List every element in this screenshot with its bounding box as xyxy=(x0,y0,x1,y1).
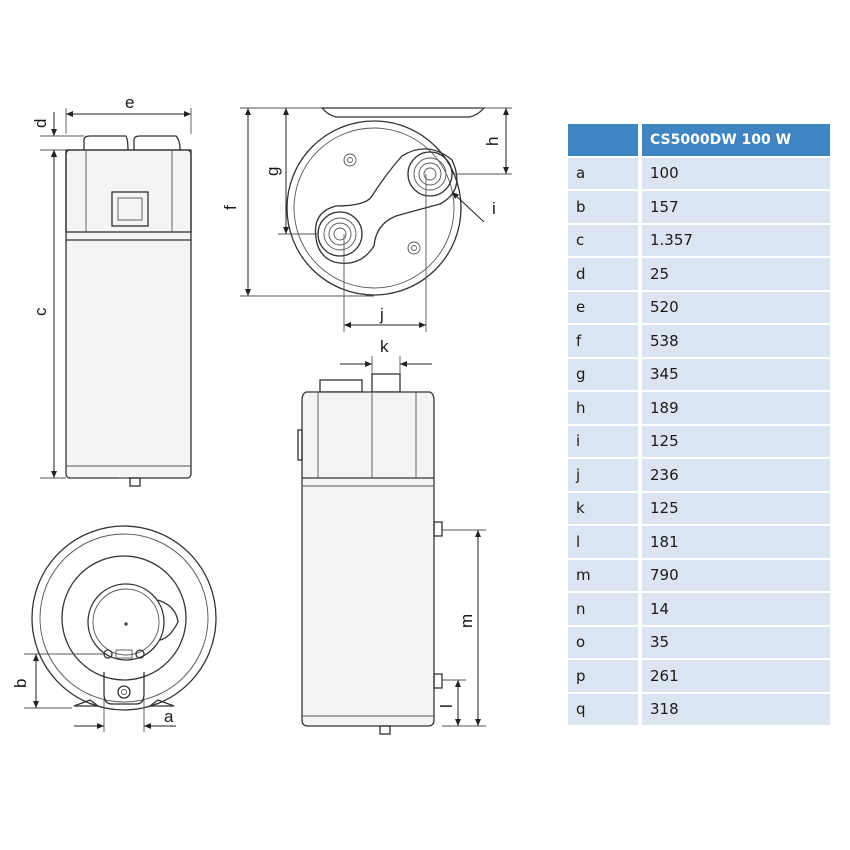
top-view xyxy=(286,107,486,296)
row-key: l xyxy=(568,526,642,558)
dimension-g: g xyxy=(263,108,318,235)
dimension-l: l xyxy=(437,679,466,726)
label-l: l xyxy=(437,704,456,708)
front-view xyxy=(65,135,192,487)
row-value: 100 xyxy=(642,157,830,189)
row-value: 25 xyxy=(642,258,830,290)
label-f: f xyxy=(221,205,240,210)
dimension-j: j xyxy=(343,174,427,332)
label-m: m xyxy=(457,614,476,628)
bottom-view xyxy=(31,525,217,711)
row-value: 790 xyxy=(642,559,830,591)
row-key: g xyxy=(568,358,642,390)
row-key: j xyxy=(568,459,642,491)
row-value: 157 xyxy=(642,191,830,223)
label-a: a xyxy=(164,707,174,726)
row-key: m xyxy=(568,559,642,591)
dimension-i: i xyxy=(451,191,496,223)
row-value: 236 xyxy=(642,459,830,491)
row-value: 1.357 xyxy=(642,224,830,256)
dimension-k: k xyxy=(340,337,432,374)
row-key: d xyxy=(568,258,642,290)
row-key: c xyxy=(568,224,642,256)
table-header-row: CS5000DW 100 W xyxy=(568,124,830,156)
label-c: c xyxy=(31,307,50,316)
row-value: 125 xyxy=(642,492,830,524)
row-value: 261 xyxy=(642,660,830,692)
row-key: f xyxy=(568,325,642,357)
row-value: 125 xyxy=(642,425,830,457)
table-header-key xyxy=(568,124,642,156)
dimension-h: h xyxy=(452,107,512,175)
row-key: p xyxy=(568,660,642,692)
row-value: 318 xyxy=(642,693,830,725)
row-key: b xyxy=(568,191,642,223)
side-view xyxy=(297,373,443,735)
row-value: 520 xyxy=(642,291,830,323)
row-key: e xyxy=(568,291,642,323)
dimension-a: a xyxy=(74,700,176,732)
dimension-e: e xyxy=(65,93,192,134)
label-k: k xyxy=(380,337,389,356)
label-i: i xyxy=(492,199,496,218)
row-key: q xyxy=(568,693,642,725)
label-j: j xyxy=(379,305,384,324)
row-key: o xyxy=(568,626,642,658)
row-value: 181 xyxy=(642,526,830,558)
dimension-c: c xyxy=(31,150,66,479)
row-key: k xyxy=(568,492,642,524)
label-b: b xyxy=(11,679,30,688)
label-g: g xyxy=(263,167,282,176)
table-header-model: CS5000DW 100 W xyxy=(642,124,830,156)
dimension-b: b xyxy=(11,653,104,709)
row-value: 345 xyxy=(642,358,830,390)
row-value: 538 xyxy=(642,325,830,357)
dimension-f: f xyxy=(221,107,374,297)
label-d: d xyxy=(31,119,50,128)
label-h: h xyxy=(483,137,502,146)
row-key: i xyxy=(568,425,642,457)
row-key: a xyxy=(568,157,642,189)
label-e: e xyxy=(125,93,134,112)
row-key: h xyxy=(568,392,642,424)
row-value: 35 xyxy=(642,626,830,658)
row-value: 189 xyxy=(642,392,830,424)
dimension-m: m xyxy=(442,529,486,727)
row-key: n xyxy=(568,593,642,625)
row-value: 14 xyxy=(642,593,830,625)
